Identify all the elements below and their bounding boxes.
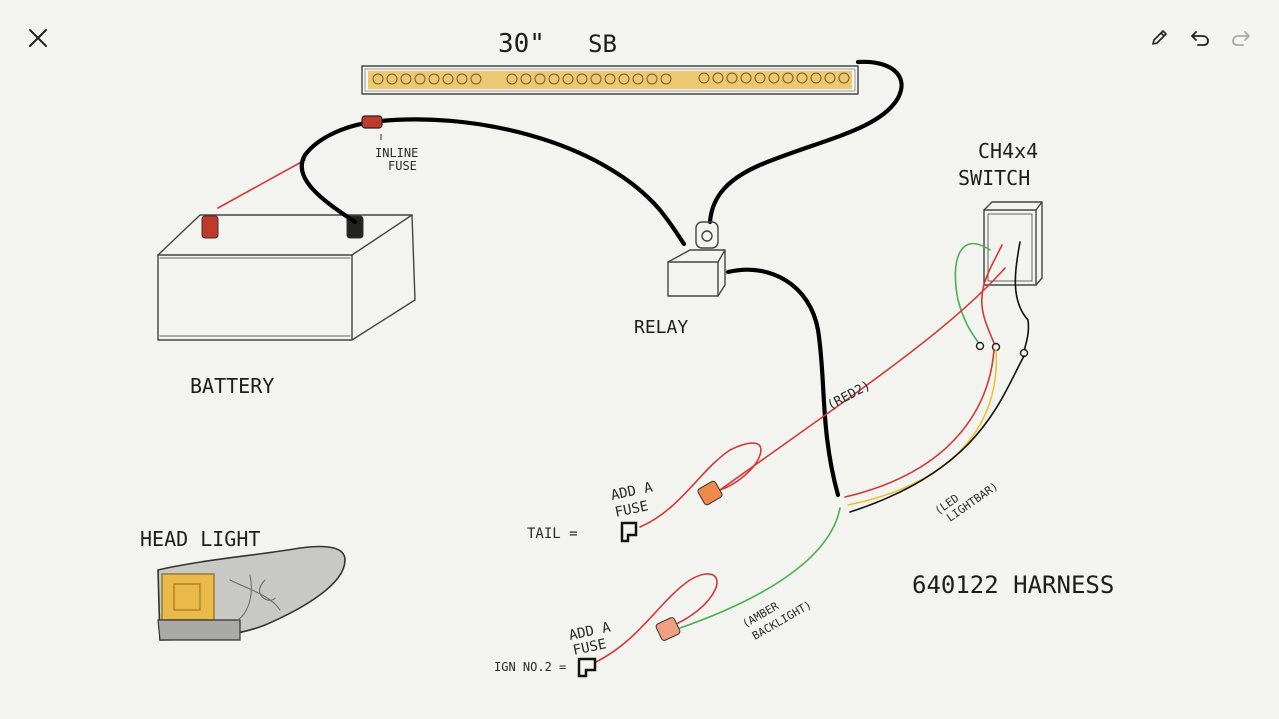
relay-label: RELAY bbox=[634, 317, 688, 338]
lightbar-to-relay-wire bbox=[707, 59, 904, 225]
red2-label: (RED2) bbox=[825, 378, 874, 413]
lightbar bbox=[361, 65, 859, 95]
battery-to-relay-wire bbox=[299, 117, 687, 247]
switch bbox=[983, 201, 1043, 286]
switch-label-1: CH4x4 bbox=[978, 139, 1038, 163]
close-button[interactable] bbox=[22, 22, 54, 54]
inline-fuse-label-1: INLINE bbox=[375, 146, 418, 160]
ign-add-fuse-label-2: FUSE bbox=[572, 636, 608, 659]
ign-label: IGN NO.2 = bbox=[494, 660, 566, 674]
tail-add-fuse-label-1: ADD A bbox=[610, 479, 655, 504]
pencil-button[interactable] bbox=[1143, 22, 1175, 54]
lightbar-code-label: SB bbox=[588, 30, 617, 58]
redo-button[interactable] bbox=[1225, 22, 1257, 54]
red2-wire bbox=[719, 267, 1006, 491]
battery-positive-wire bbox=[217, 159, 306, 209]
ign-fuse-loop-wire bbox=[595, 573, 718, 663]
close-icon bbox=[29, 29, 47, 47]
undo-button[interactable] bbox=[1184, 22, 1216, 54]
amber-backlight-wire bbox=[679, 507, 841, 629]
inline-fuse bbox=[361, 115, 383, 129]
lightbar-leds bbox=[368, 71, 852, 89]
battery-positive-terminal bbox=[201, 215, 219, 239]
switch-label-2: SWITCH bbox=[958, 166, 1030, 190]
tail-label: TAIL = bbox=[527, 526, 578, 542]
harness-yellow-wire bbox=[847, 349, 998, 506]
ign-fuse-slot bbox=[577, 657, 597, 678]
tail-fuse-loop-wire bbox=[639, 442, 762, 528]
tail-add-fuse-label-2: FUSE bbox=[614, 498, 650, 521]
redo-icon bbox=[1232, 31, 1250, 46]
switch-red-wire bbox=[980, 244, 1003, 347]
battery bbox=[157, 214, 416, 341]
switch-green-wire bbox=[954, 243, 991, 347]
relay bbox=[667, 221, 726, 297]
tail-fuse-tap bbox=[697, 480, 723, 506]
lightbar-size-label: 30" bbox=[498, 29, 545, 59]
headlight-label: HEAD LIGHT bbox=[140, 527, 260, 551]
harness-red-wire bbox=[844, 349, 995, 498]
battery-label: BATTERY bbox=[190, 374, 274, 398]
undo-icon bbox=[1191, 31, 1209, 46]
switch-black-wire bbox=[1014, 241, 1030, 353]
harness-black-wire bbox=[849, 355, 1025, 513]
harness-label: 640122 HARNESS bbox=[912, 571, 1114, 599]
pencil-icon bbox=[1152, 30, 1167, 45]
inline-fuse-label-2: FUSE bbox=[388, 159, 417, 173]
ign-fuse-tap bbox=[655, 617, 681, 641]
tail-fuse-slot bbox=[620, 521, 638, 543]
lightbar-housing bbox=[361, 65, 859, 95]
relay-to-harness-wire bbox=[725, 267, 841, 498]
headlight bbox=[157, 545, 346, 641]
